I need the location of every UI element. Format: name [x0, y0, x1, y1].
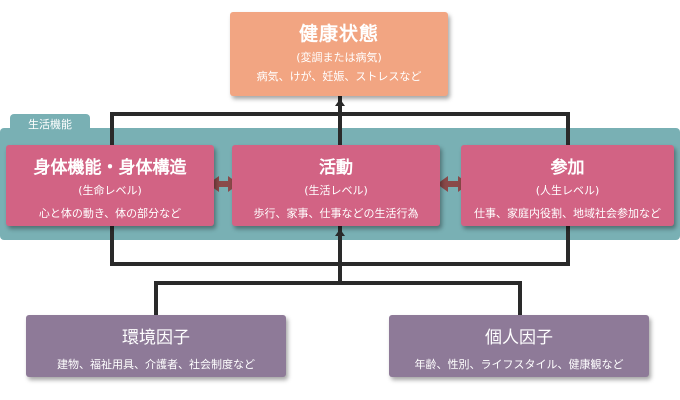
activity-title: 活動	[319, 158, 353, 178]
environment-desc: 建物、福祉用具、介護者、社会制度など	[57, 358, 255, 371]
connector-health-stem	[338, 96, 342, 145]
body-function-box: 身体機能・身体構造 (生命レベル) 心と体の動き、体の部分など	[6, 145, 214, 226]
connector-bottom-right	[566, 226, 570, 266]
arrowhead-icon	[335, 99, 345, 236]
connector-bottom-bar	[110, 262, 570, 266]
connector-top-bar	[110, 112, 570, 116]
body-title: 身体機能・身体構造	[33, 158, 187, 178]
health-sub1: (変調または病気)	[296, 51, 382, 64]
environment-box: 環境因子 建物、福祉用具、介護者、社会制度など	[26, 315, 286, 377]
activity-box: 活動 (生活レベル) 歩行、家事、仕事などの生活行為	[232, 145, 440, 226]
connector-pers-stem	[518, 281, 522, 315]
personal-title: 個人因子	[485, 328, 553, 348]
connector-bottom-mid	[338, 226, 342, 283]
participation-box: 参加 (人生レベル) 仕事、家庭内役割、地域社会参加など	[461, 145, 674, 226]
participation-desc: 仕事、家庭内役割、地域社会参加など	[474, 207, 661, 220]
activity-level: (生活レベル)	[304, 184, 368, 197]
personal-desc: 年齢、性別、ライフスタイル、健康観など	[414, 358, 624, 371]
personal-box: 個人因子 年齢、性別、ライフスタイル、健康観など	[389, 315, 649, 377]
activity-desc: 歩行、家事、仕事などの生活行為	[253, 207, 419, 220]
connector-env-stem	[154, 281, 158, 315]
environment-title: 環境因子	[122, 328, 190, 348]
health-condition-box: 健康状態 (変調または病気) 病気、けが、妊娠、ストレスなど	[230, 12, 448, 96]
health-sub2: 病気、けが、妊娠、ストレスなど	[256, 70, 422, 83]
body-level: (生命レベル)	[78, 184, 142, 197]
participation-title: 参加	[550, 158, 585, 178]
participation-level: (人生レベル)	[535, 184, 600, 197]
body-desc: 心と体の動き、体の部分など	[38, 207, 182, 220]
connector-top-right	[566, 112, 570, 145]
health-title: 健康状態	[298, 23, 379, 45]
connector-top-left	[110, 112, 114, 145]
connector-bottom-left	[110, 226, 114, 266]
connector-factors-bar	[154, 281, 522, 285]
functioning-label: 生活機能	[10, 114, 90, 136]
